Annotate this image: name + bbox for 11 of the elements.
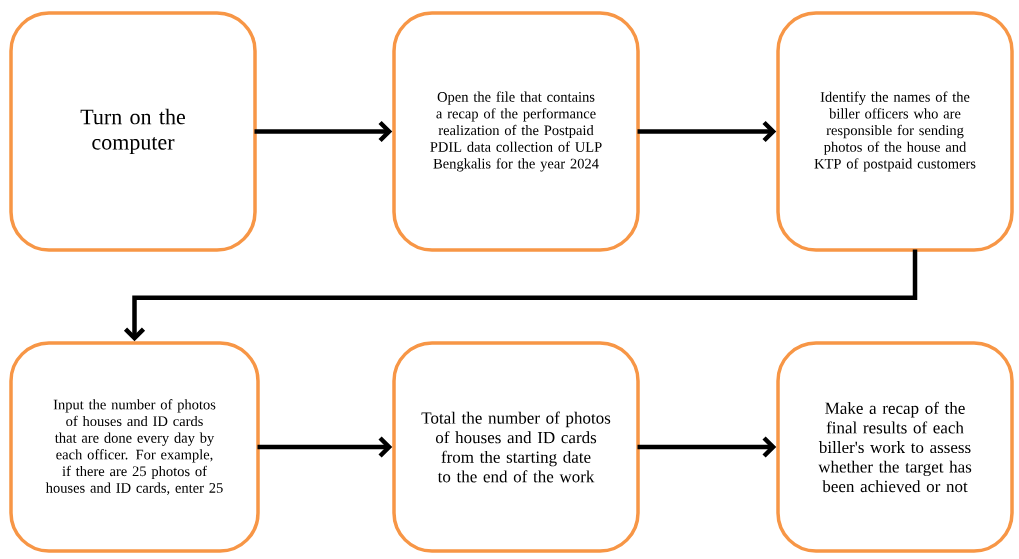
process-box: Make a recap of the final results of each biller's work to assess whether the target has been achieved or not	[776, 341, 1014, 553]
arrow	[123, 249, 918, 342]
process-box: Open the file that contains a recap of the performance realization of the Postpaid PDIL data collection of ULP Bengkalis for the year 2024	[392, 11, 640, 252]
arrow	[257, 436, 393, 458]
process-box: Identify the names of the biller officers who are responsible for sending photos of the house and KTP of postpaid customers	[776, 11, 1014, 252]
process-box: Total the number of photos of houses and ID cards from the starting date to the end of the work	[392, 341, 640, 553]
process-box: Input the number of photos of houses and ID cards that are done every day by each officer. For example, if there are 25 photos of houses and ID cards, enter 25	[9, 341, 260, 553]
process-box: Turn on the computer	[9, 11, 257, 252]
arrow	[254, 120, 393, 143]
arrow	[637, 436, 777, 458]
arrow	[637, 120, 777, 143]
